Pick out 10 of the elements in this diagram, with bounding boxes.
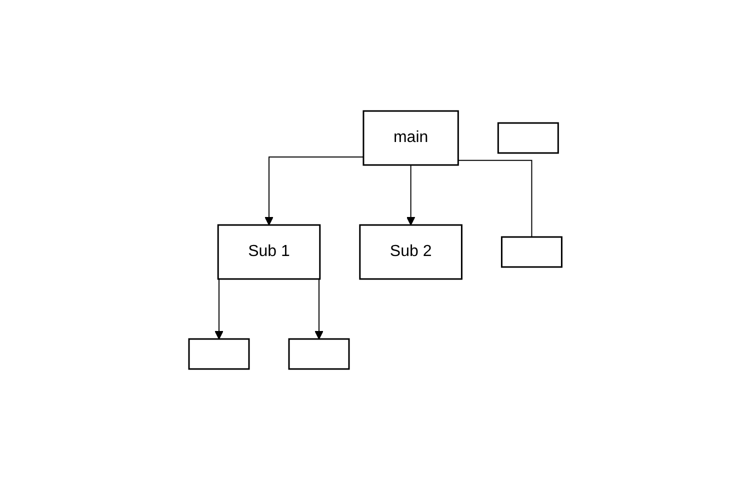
arrow bbox=[264, 156, 364, 226]
node-box bbox=[497, 122, 559, 154]
node-box: Sub 2 bbox=[358, 224, 462, 280]
node-box: main bbox=[362, 110, 459, 166]
arrow bbox=[406, 164, 415, 226]
node-box: Sub 1 bbox=[216, 224, 320, 280]
node-box bbox=[288, 338, 350, 370]
node-box bbox=[500, 236, 562, 268]
node-box bbox=[188, 338, 250, 370]
connector bbox=[457, 160, 532, 238]
